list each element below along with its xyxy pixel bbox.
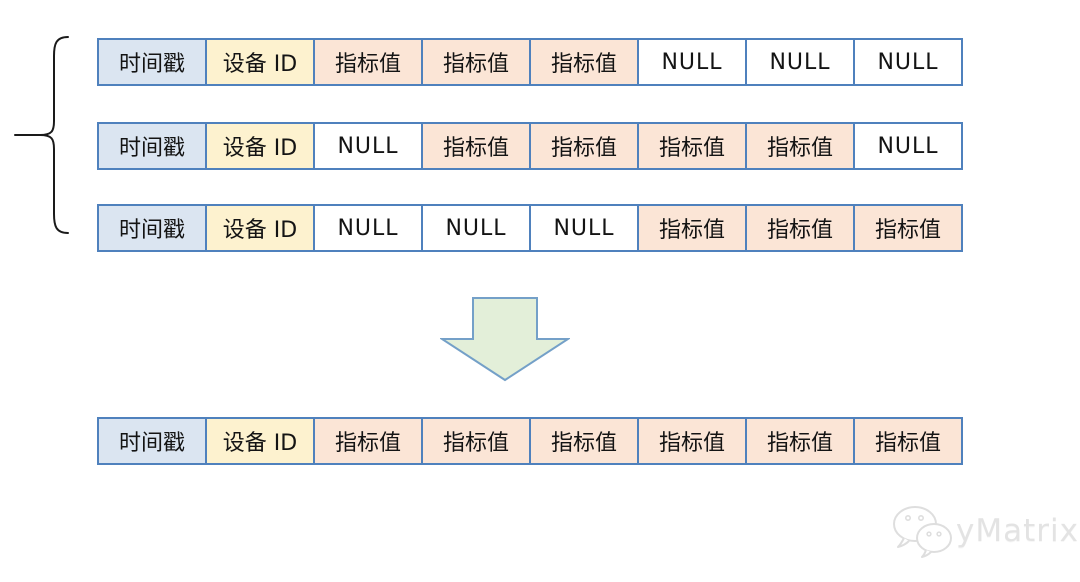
table-cell: 指标值 [637,122,747,170]
table-cell: 指标值 [745,417,855,465]
table-cell: 设备 ID [205,417,315,465]
table-cell: 指标值 [421,122,531,170]
table-cell: NULL [313,204,423,252]
source-row-1: 时间戳 设备 ID 指标值 指标值 指标值 NULL NULL NULL [97,38,963,86]
table-cell: NULL [853,122,963,170]
watermark: yMatrix [890,504,1079,558]
table-cell: 设备 ID [205,38,315,86]
table-cell: 指标值 [637,417,747,465]
table-cell: NULL [853,38,963,86]
table-cell: 指标值 [421,417,531,465]
table-cell: 指标值 [853,204,963,252]
table-cell: 时间戳 [97,417,207,465]
table-cell: NULL [637,38,747,86]
table-cell: 指标值 [745,204,855,252]
result-row: 时间戳 设备 ID 指标值 指标值 指标值 指标值 指标值 指标值 [97,417,963,465]
table-cell: 指标值 [853,417,963,465]
table-cell: 指标值 [529,122,639,170]
table-cell: 指标值 [313,417,423,465]
table-cell: NULL [745,38,855,86]
table-cell: 指标值 [313,38,423,86]
watermark-text: yMatrix [956,513,1079,549]
table-cell: 指标值 [529,417,639,465]
table-cell: 指标值 [529,38,639,86]
table-cell: 时间戳 [97,204,207,252]
table-cell: NULL [421,204,531,252]
table-cell: NULL [313,122,423,170]
table-cell: 时间戳 [97,122,207,170]
table-cell: 设备 ID [205,122,315,170]
source-row-3: 时间戳 设备 ID NULL NULL NULL 指标值 指标值 指标值 [97,204,963,252]
grouping-brace [14,36,69,234]
table-cell: 指标值 [421,38,531,86]
down-arrow-icon [440,297,570,382]
table-cell: 时间戳 [97,38,207,86]
table-cell: 指标值 [637,204,747,252]
table-cell: 指标值 [745,122,855,170]
source-row-2: 时间戳 设备 ID NULL 指标值 指标值 指标值 指标值 NULL [97,122,963,170]
table-cell: 设备 ID [205,204,315,252]
wechat-icon [893,506,952,558]
table-cell: NULL [529,204,639,252]
